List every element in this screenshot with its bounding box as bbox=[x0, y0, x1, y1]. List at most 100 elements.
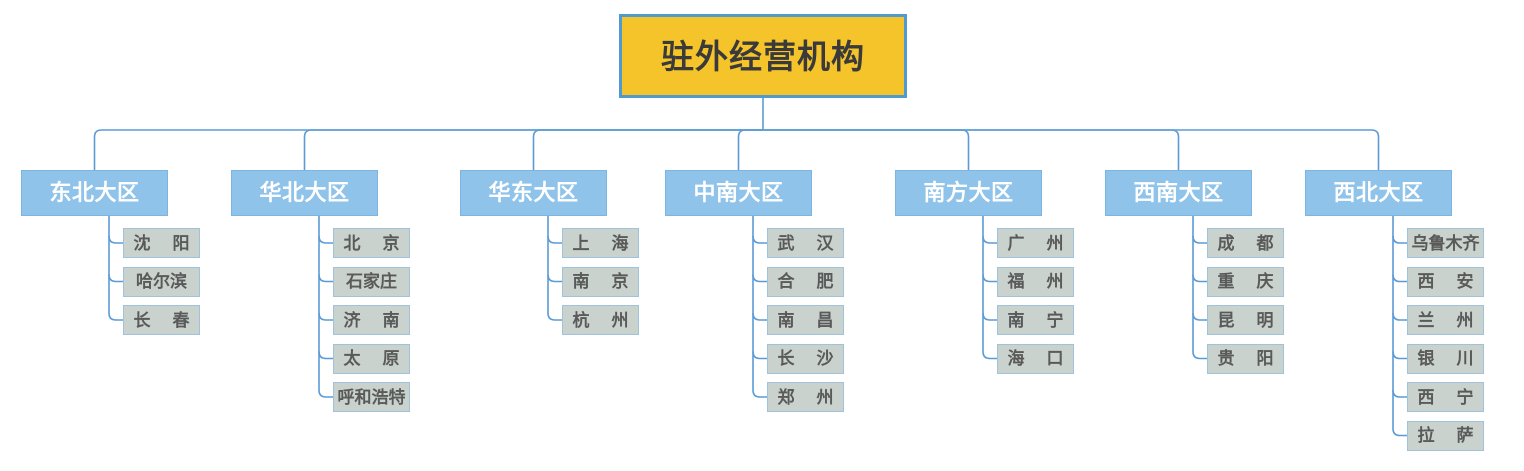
leaf-node-city[interactable]: 昆明 bbox=[1207, 305, 1284, 335]
region-node-label: 南方大区 bbox=[923, 180, 1014, 205]
leaf-node-city[interactable]: 呼和浩特 bbox=[333, 382, 410, 412]
leaf-label-glyph: 春 bbox=[172, 310, 190, 330]
connector-root-to-region-3 bbox=[532, 129, 763, 170]
leaf-node-city[interactable]: 长沙 bbox=[767, 343, 844, 374]
connector-root-to-region-7 bbox=[763, 129, 1380, 170]
leaf-node-city[interactable]: 福州 bbox=[997, 266, 1074, 297]
connector-region-7-leaf-2 bbox=[1392, 274, 1407, 283]
region-node-6[interactable]: 西南大区 bbox=[1105, 170, 1252, 216]
region-node-5[interactable]: 南方大区 bbox=[895, 170, 1042, 216]
leaf-node-city[interactable]: 西安 bbox=[1407, 266, 1484, 297]
leaf-node-city[interactable]: 兰州 bbox=[1407, 305, 1484, 335]
region-node-3[interactable]: 华东大区 bbox=[460, 170, 607, 216]
region-node-label: 华北大区 bbox=[259, 180, 350, 205]
leaf-label-glyph: 济 bbox=[343, 310, 361, 330]
leaf-node-city[interactable]: 海口 bbox=[997, 343, 1074, 374]
region-node-4[interactable]: 中南大区 bbox=[665, 170, 812, 216]
leaf-node-city[interactable]: 西宁 bbox=[1407, 382, 1484, 412]
leaf-label-glyph: 海 bbox=[611, 233, 629, 253]
region-node-7[interactable]: 西北大区 bbox=[1305, 170, 1452, 216]
region-node-2[interactable]: 华北大区 bbox=[231, 170, 378, 216]
leaf-node-label: 贵阳 bbox=[1218, 350, 1274, 367]
leaf-node-label: 南昌 bbox=[778, 312, 834, 329]
leaf-node-city[interactable]: 重庆 bbox=[1207, 266, 1284, 297]
leaf-node-city[interactable]: 郑州 bbox=[767, 382, 844, 412]
leaf-node-city[interactable]: 哈尔滨 bbox=[123, 266, 200, 297]
leaf-node-label: 长春 bbox=[134, 312, 190, 329]
leaf-label-glyph: 上 bbox=[572, 233, 590, 253]
leaf-node-city[interactable]: 广州 bbox=[997, 228, 1074, 258]
leaf-label-glyph: 成 bbox=[1217, 233, 1235, 253]
leaf-node-label: 成都 bbox=[1218, 235, 1274, 252]
connector-region-7-leaf-1 bbox=[1392, 235, 1407, 244]
leaf-node-city[interactable]: 银川 bbox=[1407, 343, 1484, 374]
leaf-node-city[interactable]: 乌鲁木齐 bbox=[1407, 228, 1484, 258]
leaf-node-city[interactable]: 沈阳 bbox=[123, 228, 200, 258]
leaf-node-label: 西安 bbox=[1418, 273, 1474, 290]
connector-region-5-leaf-4 bbox=[982, 351, 997, 360]
connector-region-5-leaf-2 bbox=[982, 274, 997, 283]
leaf-node-label: 杭州 bbox=[573, 312, 629, 329]
leaf-node-city[interactable]: 成都 bbox=[1207, 228, 1284, 258]
leaf-node-city[interactable]: 南宁 bbox=[997, 305, 1074, 335]
region-node-label: 华东大区 bbox=[488, 180, 579, 205]
region-node-label: 东北大区 bbox=[49, 180, 140, 205]
leaf-label-glyph: 广 bbox=[1007, 233, 1025, 253]
leaf-node-label: 昆明 bbox=[1218, 312, 1274, 329]
leaf-node-label: 乌鲁木齐 bbox=[1411, 233, 1480, 253]
leaf-node-label: 南宁 bbox=[1008, 312, 1064, 329]
leaf-label-glyph: 南 bbox=[1007, 310, 1025, 330]
leaf-node-label: 北京 bbox=[344, 235, 400, 252]
leaf-label-glyph: 太 bbox=[343, 349, 361, 368]
leaf-label-glyph: 京 bbox=[382, 233, 400, 253]
connector-region-4-leaf-5 bbox=[752, 389, 767, 398]
leaf-node-label: 南京 bbox=[573, 273, 629, 290]
leaf-label-glyph: 南 bbox=[777, 310, 795, 330]
connector-region-4-leaf-1 bbox=[752, 235, 767, 244]
connector-region-2-leaf-2 bbox=[318, 274, 333, 283]
leaf-node-city[interactable]: 太原 bbox=[333, 343, 410, 374]
connector-region-7-leaf-5 bbox=[1392, 389, 1407, 398]
leaf-node-label: 福州 bbox=[1008, 273, 1064, 290]
leaf-label-glyph: 萨 bbox=[1456, 426, 1474, 445]
leaf-node-label: 上海 bbox=[573, 235, 629, 252]
leaf-label-glyph: 长 bbox=[133, 310, 151, 330]
connector-region-2-leaf-3 bbox=[318, 312, 333, 321]
root-node-driven-organization[interactable]: 驻外经营机构 bbox=[619, 14, 907, 98]
connector-region-1-leaf-3 bbox=[108, 312, 123, 321]
leaf-node-label: 郑州 bbox=[778, 389, 834, 406]
leaf-label-glyph: 杭 bbox=[572, 310, 590, 330]
leaf-node-city[interactable]: 长春 bbox=[123, 305, 200, 335]
region-node-label: 西南大区 bbox=[1133, 180, 1224, 205]
leaf-label-glyph: 武 bbox=[777, 233, 795, 253]
connector-region-3-leaf-1 bbox=[547, 235, 562, 244]
leaf-label-glyph: 郑 bbox=[777, 387, 795, 407]
connector-region-7-leaf-3 bbox=[1392, 312, 1407, 321]
leaf-node-city[interactable]: 南昌 bbox=[767, 305, 844, 335]
leaf-node-label: 太原 bbox=[344, 350, 400, 367]
connector-region-1-leaf-2 bbox=[108, 274, 123, 283]
leaf-label-glyph: 原 bbox=[382, 349, 400, 368]
connector-region-3-leaf-3 bbox=[547, 312, 562, 321]
leaf-node-city[interactable]: 北京 bbox=[333, 228, 410, 258]
connector-region-4-leaf-3 bbox=[752, 312, 767, 321]
region-node-1[interactable]: 东北大区 bbox=[21, 170, 168, 216]
leaf-node-label: 长沙 bbox=[778, 350, 834, 367]
leaf-node-city[interactable]: 济南 bbox=[333, 305, 410, 335]
leaf-label-glyph: 福 bbox=[1007, 272, 1025, 291]
leaf-node-city[interactable]: 南京 bbox=[562, 266, 639, 297]
leaf-node-city[interactable]: 杭州 bbox=[562, 305, 639, 335]
leaf-label-glyph: 川 bbox=[1456, 349, 1474, 368]
leaf-label-glyph: 阳 bbox=[172, 233, 190, 253]
leaf-node-city[interactable]: 拉萨 bbox=[1407, 420, 1484, 451]
leaf-node-city[interactable]: 上海 bbox=[562, 228, 639, 258]
leaf-node-label: 银川 bbox=[1418, 350, 1474, 367]
leaf-node-city[interactable]: 武汉 bbox=[767, 228, 844, 258]
leaf-node-city[interactable]: 石家庄 bbox=[333, 266, 410, 297]
leaf-node-city[interactable]: 合肥 bbox=[767, 266, 844, 297]
leaf-label-glyph: 南 bbox=[572, 272, 590, 291]
leaf-label-glyph: 州 bbox=[1456, 310, 1474, 330]
leaf-node-city[interactable]: 贵阳 bbox=[1207, 343, 1284, 374]
leaf-label-glyph: 安 bbox=[1456, 272, 1474, 291]
